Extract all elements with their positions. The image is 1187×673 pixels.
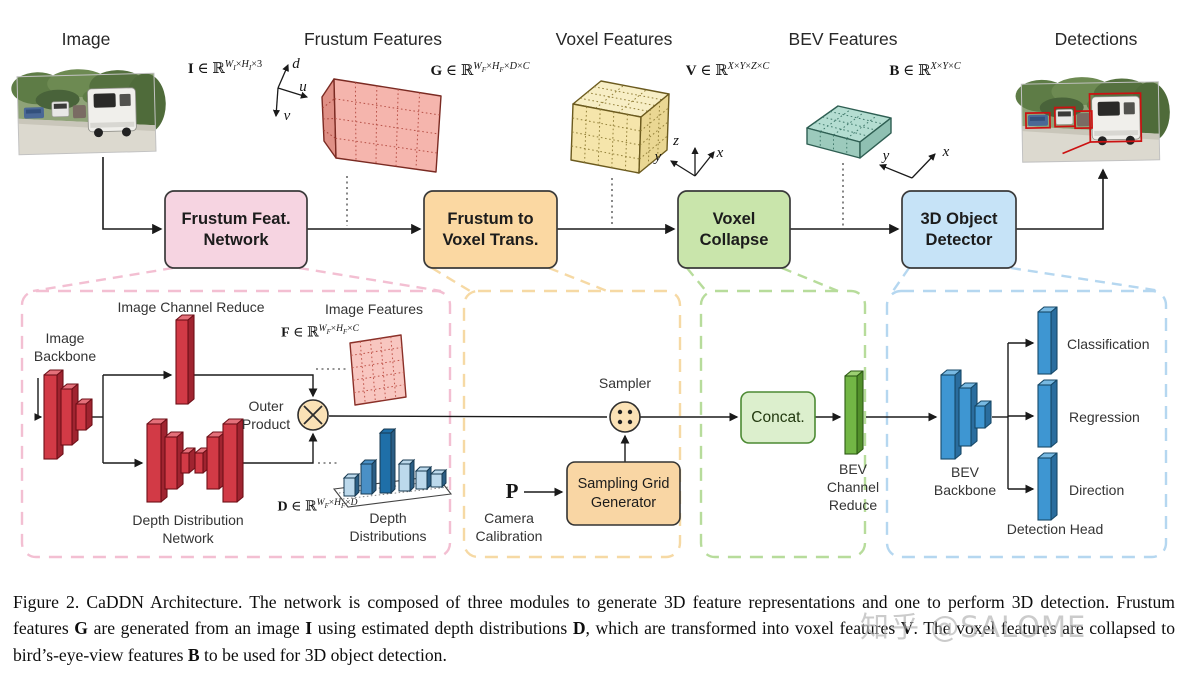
- tensor-I: I ∈ ℝWI×HI×3: [187, 59, 263, 77]
- image-channel-reduce-block: [175, 314, 195, 405]
- bev-axis-y-label: y: [882, 148, 890, 164]
- classification-head-block: [1037, 306, 1058, 375]
- module-panels: [20, 289, 1168, 559]
- bev-backbone-blocks: [940, 369, 992, 460]
- panel-flare-connectors: [32, 266, 1162, 293]
- outer-product-node: [297, 399, 329, 431]
- multiply-icon: [303, 405, 323, 425]
- detections-title: Detections: [1054, 29, 1138, 49]
- frustum-to-voxel-label: Frustum to Voxel Trans.: [442, 209, 539, 249]
- depth-distributions-label: Depth Distributions: [349, 510, 427, 544]
- pipeline-flow-arrows: [102, 157, 1109, 235]
- voxel-front-face: [570, 103, 642, 174]
- image-features-grid: [349, 334, 407, 406]
- voxel-right-face: [638, 93, 670, 174]
- frustum-module-wiring: [34, 370, 608, 468]
- frustum-axes: [272, 64, 309, 118]
- classification-label: Classification: [1067, 336, 1150, 352]
- detection-head-label: Detection Head: [1006, 521, 1104, 537]
- detector-module-panel: [885, 289, 1168, 559]
- bev-axes: [879, 153, 936, 179]
- axis-x-label: x: [716, 145, 724, 161]
- voxel-axes: [670, 146, 715, 177]
- feature-drop-lines: [346, 163, 844, 226]
- frustum-features-title: Frustum Features: [303, 29, 443, 49]
- bev-right-face: [859, 117, 892, 159]
- image-channel-reduce-label: Image Channel Reduce: [117, 299, 265, 315]
- detections-image: [1014, 75, 1172, 163]
- depth-distribution-network-blocks: [146, 418, 244, 503]
- concat-box: [740, 391, 816, 444]
- frustum-feat-network-label: Frustum Feat. Network: [181, 209, 291, 249]
- bev-axis-x-label: x: [942, 144, 950, 160]
- watermark: 知乎 @SALOME: [860, 610, 1087, 644]
- sampler-label: Sampler: [598, 375, 652, 391]
- tensor-B: B ∈ ℝX×Y×C: [889, 61, 961, 79]
- axis-d-label: d: [292, 56, 300, 72]
- sampling-grid-generator-box: [566, 461, 681, 526]
- sampler-node: [609, 401, 641, 433]
- bev-backbone-label: BEV Backbone: [933, 464, 997, 498]
- tensor-G: G ∈ ℝWF×HF×D×C: [430, 61, 530, 79]
- frustum-main-face: [333, 78, 442, 173]
- image-backbone-label: Image Backbone: [33, 330, 97, 364]
- direction-head-block: [1037, 452, 1058, 521]
- bev-channel-reduce-block: [844, 370, 864, 455]
- image-title: Image: [61, 29, 111, 49]
- detector-module-wiring: [992, 338, 1035, 494]
- conv-blocks: [43, 306, 1058, 521]
- image-backbone-blocks: [43, 369, 93, 460]
- depth-distribution-network-label: Depth Distribution Network: [132, 512, 244, 546]
- input-image: [10, 66, 168, 156]
- object-detector-box: [901, 190, 1017, 269]
- tensor-D: D ∈ ℝWF×HF×D: [277, 498, 358, 515]
- feature-shapes: [321, 78, 892, 406]
- voxel-collapse-box: [677, 190, 791, 269]
- depth-distributions-chart: [332, 427, 453, 508]
- outer-product-label: Outer Product: [241, 398, 291, 432]
- camera-calibration-P: P: [505, 479, 519, 503]
- tensor-V: V ∈ ℝX×Y×Z×C: [685, 61, 770, 79]
- voxel-module-wiring: [524, 412, 739, 497]
- sampling-grid-generator-label: Sampling Grid Generator: [577, 476, 670, 511]
- voxel-collapse-label: Voxel Collapse: [699, 209, 769, 249]
- collapse-module-panel: [699, 289, 867, 559]
- bev-features-title: BEV Features: [788, 29, 898, 49]
- frustum-feat-network-box: [164, 190, 308, 269]
- voxel-features-title: Voxel Features: [555, 29, 673, 49]
- frustum-to-voxel-box: [423, 190, 558, 269]
- camera-calibration-label: Camera Calibration: [475, 510, 543, 544]
- detection-boxes: [1024, 92, 1143, 155]
- axis-v-label: v: [283, 108, 291, 124]
- bev-channel-reduce-label: BEV Channel Reduce: [826, 461, 880, 513]
- concat-label: Concat.: [751, 408, 805, 426]
- figure-caption: Figure 2. CaDDN Architecture. The networ…: [13, 592, 1175, 665]
- tensor-F: F ∈ ℝWF×HF×C: [281, 324, 359, 341]
- regression-label: Regression: [1069, 409, 1140, 425]
- direction-label: Direction: [1069, 482, 1125, 498]
- axis-u-label: u: [299, 79, 307, 95]
- image-features-label: Image Features: [324, 301, 424, 317]
- axis-z-label: z: [673, 133, 679, 149]
- frustum-module-panel: [20, 289, 452, 559]
- axis-y-label: y: [654, 149, 662, 165]
- sampler-dots-icon: [617, 409, 633, 425]
- regression-head-block: [1037, 379, 1058, 448]
- voxel-trans-module-panel: [462, 289, 682, 559]
- object-detector-label: 3D Object Detector: [920, 209, 998, 249]
- pipeline-boxes: [164, 190, 1017, 269]
- frustum-module-dotted: [316, 368, 349, 464]
